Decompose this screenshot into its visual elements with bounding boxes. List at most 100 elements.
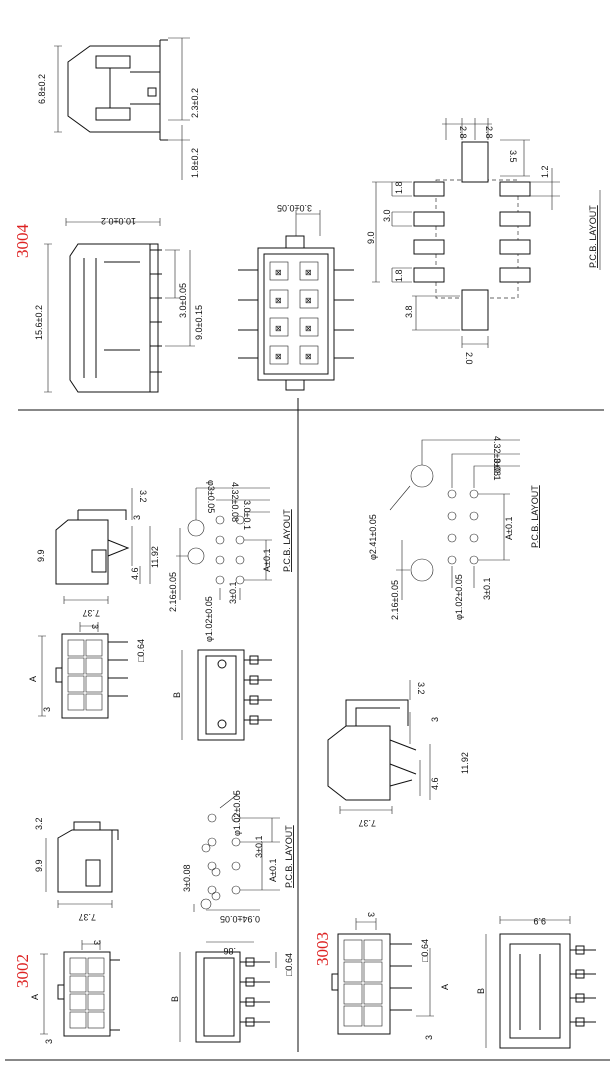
pcb-layout-left-upper: φ3±0.05 4.32±0.08 3.0±0.1 2.16±0.05 φ1.0… bbox=[168, 480, 292, 642]
side-view-left-upper: 9.9 3.2 3 11.92 4.6 7.37 bbox=[36, 488, 160, 618]
dim-0.64-3002: □0.64 bbox=[284, 953, 294, 976]
side-view-3002: 3.2 9.9 7.37 bbox=[34, 817, 119, 922]
dim-3pm0.1-3002: 3±0.1 bbox=[254, 836, 264, 858]
dim-3.8: 3.8 bbox=[404, 305, 414, 318]
dim-3b-front-3002: 3 bbox=[44, 1039, 54, 1044]
dim-B-3002: B bbox=[170, 996, 180, 1002]
svg-text:⊠: ⊠ bbox=[275, 296, 282, 305]
dim-2.3: 2.3±0.2 bbox=[190, 88, 200, 118]
bottom-view-left-upper: B bbox=[172, 649, 272, 741]
dim-4.32-left: 4.32±0.08 bbox=[230, 482, 240, 522]
dim-3-3003: 3 bbox=[430, 717, 440, 722]
dim-3.2-left: 3.2 bbox=[138, 490, 148, 503]
top-view-3004: ⊠ ⊠ ⊠ ⊠ ⊠ ⊠ ⊠ ⊠ 3.0±0.05 bbox=[238, 203, 354, 391]
dim-1.8a: 1.8 bbox=[394, 181, 404, 194]
dim-3.0-pcb: 3.0 bbox=[382, 209, 392, 222]
dim-3b-front-left: 3 bbox=[42, 707, 52, 712]
front-view-3004: 10.0±0.2 15.6±0.2 3.0±0.05 9.0±0.15 bbox=[34, 216, 204, 393]
section-3002: 3002 3.2 9.9 7.37 3 bbox=[13, 790, 294, 1044]
dim-3.0-top: 3.0±0.05 bbox=[277, 203, 312, 213]
svg-text:⊠: ⊠ bbox=[275, 352, 282, 361]
dim-11.92-left: 11.92 bbox=[150, 546, 160, 568]
dim-1.2: 1.2 bbox=[540, 165, 550, 178]
dim-1.8b: 1.8 bbox=[394, 269, 404, 282]
svg-text:⊠: ⊠ bbox=[305, 352, 312, 361]
dim-A-pcb-left: A±0.1 bbox=[262, 549, 272, 572]
dim-A-front-3002: A bbox=[30, 994, 40, 1000]
pcb-layout-3003: φ2.41±0.05 4.32±0.08 3±0.1 2.16±0.05 φ1.… bbox=[368, 436, 540, 620]
dim-9.0-span: 9.0±0.15 bbox=[194, 305, 204, 340]
dim-7.37-3002: 7.37 bbox=[78, 912, 96, 922]
pcb-layout-title-3004: P.C.B. LAYOUT bbox=[588, 205, 598, 268]
dim-3.2-3003: 3.2 bbox=[416, 682, 426, 695]
svg-text:⊠: ⊠ bbox=[305, 296, 312, 305]
dim-B-left: B bbox=[172, 692, 182, 698]
dim-9.9-3003: 9.9 bbox=[533, 916, 546, 926]
dim-A-pcb-3002: A±0.1 bbox=[268, 859, 278, 882]
dim-3.0-pitch: 3.0±0.05 bbox=[178, 283, 188, 318]
dim-0.94-3002: 0.94±0.05 bbox=[220, 914, 260, 924]
dim-7.37-left: 7.37 bbox=[82, 608, 100, 618]
dim-15.6: 15.6±0.2 bbox=[34, 305, 44, 340]
section-3004: 3004 6.8±0.2 2.3±0.2 1.8±0.2 1 bbox=[13, 37, 601, 393]
dim-3-left: 3 bbox=[132, 515, 142, 520]
pcb-layout-title-3002: P.C.B. LAYOUT bbox=[284, 825, 294, 888]
dim-3pm0.1-left: 3±0.1 bbox=[228, 582, 238, 604]
section-left-upper: 9.9 3.2 3 11.92 4.6 7.37 3 A 3 □0.64 bbox=[28, 480, 292, 741]
dim-3-front-3003: 3 bbox=[366, 912, 376, 917]
dim-0.64-front-left: □0.64 bbox=[136, 639, 146, 662]
dim-3-front-left: 3 bbox=[90, 624, 100, 629]
svg-text:⊠: ⊠ bbox=[305, 324, 312, 333]
dim-2.16-left: 2.16±0.05 bbox=[168, 572, 178, 612]
dim-2.8a: 2.8 bbox=[458, 126, 468, 139]
dim-3.0-left-pcb: 3.0±0.1 bbox=[242, 500, 252, 530]
dim-1.8: 1.8±0.2 bbox=[190, 148, 200, 178]
dim-phi1.02-3002: φ1.02±0.05 bbox=[232, 790, 242, 836]
dim-2.8b: 2.8 bbox=[484, 126, 494, 139]
dim-0.64-3003: □0.64 bbox=[420, 939, 430, 962]
dim-4.32-3003: 4.32±0.08 bbox=[492, 436, 502, 476]
dim-11.92-3003: 11.92 bbox=[460, 752, 470, 774]
dim-4.6-3003: 4.6 bbox=[430, 777, 440, 790]
dim-4.6-left: 4.6 bbox=[130, 567, 140, 580]
side-view-3003: 3.2 3 11.92 4.6 7.37 bbox=[327, 680, 470, 828]
front-view-3002: 3 A 3 bbox=[30, 940, 120, 1044]
dim-9.9-left: 9.9 bbox=[36, 549, 46, 562]
dim-A-front-3003: A bbox=[440, 984, 450, 990]
svg-text:⊠: ⊠ bbox=[275, 268, 282, 277]
pcb-layout-3002: 3±0.08 0.94±0.05 φ1.02±0.05 3±0.1 A±0.1 … bbox=[182, 790, 294, 924]
dim-10.0: 10.0±0.2 bbox=[101, 216, 136, 226]
pcb-layout-3004: 2.8 2.8 3.5 1.2 1.8 3.0 9.0 1.8 3.8 2.0 … bbox=[366, 118, 601, 365]
svg-text:⊠: ⊠ bbox=[305, 268, 312, 277]
dim-3pm0.08-3002: 3±0.08 bbox=[182, 865, 192, 892]
front-view-left-upper: 3 A 3 □0.64 bbox=[28, 622, 146, 719]
dim-2.16-3003: 2.16±0.05 bbox=[390, 580, 400, 620]
pcb-layout-title-3003: P.C.B. LAYOUT bbox=[530, 485, 540, 548]
dim-A-front-left: A bbox=[28, 676, 38, 682]
dim-3pm0.1-3003: 3±0.1 bbox=[482, 578, 492, 600]
front-view-3003: 3 □0.64 A 3 bbox=[331, 912, 450, 1040]
dim-7.37-3003: 7.37 bbox=[358, 818, 376, 828]
dim-6.8: 6.8±0.2 bbox=[37, 74, 47, 104]
bottom-view-3003: 9.9 B bbox=[476, 916, 596, 1049]
dim-phi1.02-left: φ1.02±0.05 bbox=[204, 596, 214, 642]
dim-phi2.41-3003: φ2.41±0.05 bbox=[368, 514, 378, 560]
dim-A-pcb-3003: A±0.1 bbox=[504, 517, 514, 540]
dim-3b-front-3003: 3 bbox=[424, 1035, 434, 1040]
model-label-3004: 3004 bbox=[13, 224, 32, 259]
dim-2.0: 2.0 bbox=[464, 352, 474, 365]
svg-text:⊠: ⊠ bbox=[275, 324, 282, 333]
dim-phi1.02-3003: φ1.02±0.05 bbox=[454, 574, 464, 620]
dim-3.5: 3.5 bbox=[508, 150, 518, 163]
dim-3-front-3002: 3 bbox=[92, 940, 102, 945]
dim-phi3-left: φ3±0.05 bbox=[206, 480, 216, 513]
dim-9.0-pcb: 9.0 bbox=[366, 231, 376, 244]
dim-3.2-3002: 3.2 bbox=[34, 817, 44, 830]
dim-B-3003: B bbox=[476, 988, 486, 994]
model-label-3003: 3003 bbox=[313, 932, 332, 966]
pcb-layout-title-left: P.C.B. LAYOUT bbox=[282, 509, 292, 572]
dim-3.0-3003: 3±0.1 bbox=[492, 458, 502, 480]
model-label-3002: 3002 bbox=[13, 954, 32, 988]
section-3003: 3003 φ2.41±0.05 4.32±0.08 3±0.1 2.16±0.0… bbox=[313, 436, 596, 1049]
